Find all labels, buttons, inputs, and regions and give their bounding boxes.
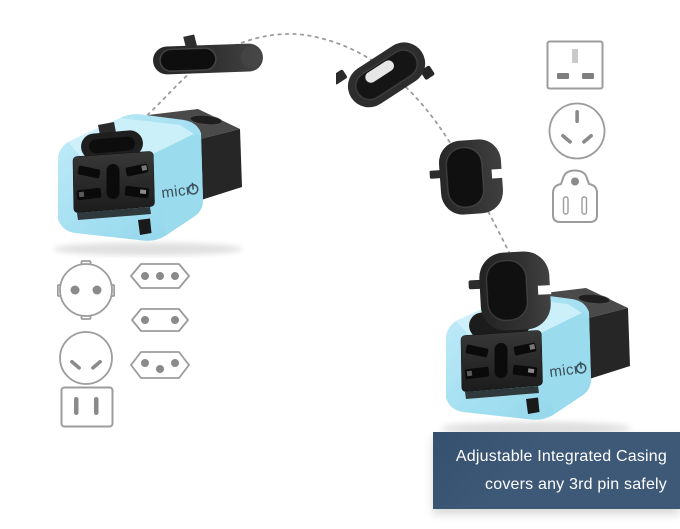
right-adapter: micr: [441, 251, 631, 435]
top-slot: [81, 130, 143, 160]
power-icon: [187, 182, 199, 195]
schuko-socket-icon: [57, 260, 115, 320]
brand-logo: micr: [160, 181, 199, 202]
type-j-socket-icon: [130, 351, 190, 379]
cap-notch: [537, 285, 552, 295]
center-slot: [494, 343, 508, 378]
us-socket-icon: [60, 386, 114, 428]
center-slot: [106, 164, 120, 199]
brand-logo: micr: [548, 360, 587, 381]
universal-socket-panel: [460, 330, 543, 414]
cap-opening: [487, 261, 527, 320]
cap-tab: [336, 69, 347, 85]
us-grounded-plug-icon: [552, 169, 598, 223]
europlug-socket-icon: [131, 308, 189, 332]
uk-socket-icon: [546, 40, 604, 90]
cap-body: [153, 34, 263, 75]
cap-opening: [447, 148, 483, 207]
au-cn-socket-icon: [548, 102, 606, 160]
left-adapter: micr: [53, 109, 243, 256]
cap-body: [429, 139, 506, 215]
brand-text: micr: [548, 360, 580, 381]
cap-opening: [356, 50, 417, 99]
casing-cap-vertical: [429, 139, 506, 215]
caption-line-1: Adjustable Integrated Casing: [455, 447, 667, 465]
brand-text: micr: [160, 181, 192, 202]
caption-line-2: covers any 3rd pin safely: [485, 475, 667, 493]
foot-tab: [138, 218, 152, 235]
inserted-cap: [468, 251, 552, 331]
casing-cap-horizontal: [153, 34, 263, 75]
caption-box: Adjustable Integrated Casing covers any …: [433, 432, 680, 509]
two-pin-round-socket-icon: [59, 331, 113, 385]
shadow: [53, 242, 243, 256]
cap-tab: [468, 279, 482, 290]
cap-body: [336, 42, 435, 108]
foot-tab: [526, 397, 540, 414]
cap-notch: [491, 168, 506, 179]
cap-tab: [429, 170, 442, 179]
type-l-socket-icon: [130, 263, 190, 289]
universal-socket-panel: [72, 151, 155, 235]
power-icon: [575, 361, 587, 374]
casing-cap-rotating: [336, 42, 435, 108]
shadow: [441, 421, 631, 435]
cap-opening: [161, 49, 216, 71]
